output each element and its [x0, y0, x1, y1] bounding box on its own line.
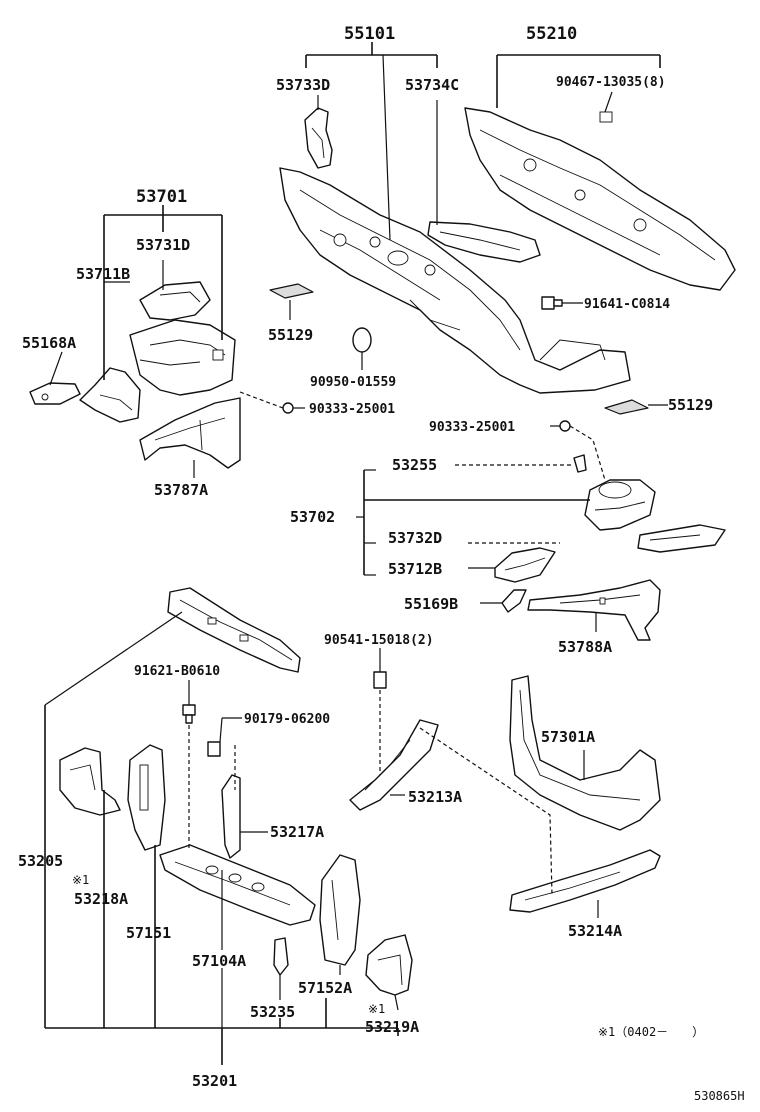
- label-57152A[interactable]: 57152A: [298, 979, 352, 997]
- part-57301A: [509, 675, 661, 831]
- label-53218A[interactable]: 53218A: [74, 890, 128, 908]
- label-53787A[interactable]: 53787A: [154, 481, 208, 499]
- part-53712B: [494, 547, 556, 583]
- part-57152A: [319, 854, 361, 966]
- part-55101-dash-panel: [279, 167, 631, 394]
- label-53702[interactable]: 53702: [290, 508, 335, 526]
- part-53214A: [509, 849, 661, 913]
- label-90950-01559[interactable]: 90950-01559: [310, 375, 396, 390]
- label-55169B[interactable]: 55169B: [404, 595, 458, 613]
- part-90333-plug-left: [282, 402, 294, 414]
- label-53711B[interactable]: 53711B: [76, 265, 130, 283]
- part-53218A: [59, 747, 121, 816]
- label-90333-25001-left[interactable]: 90333-25001: [309, 402, 395, 417]
- note-mark-2: ※1: [368, 1002, 385, 1016]
- part-55169B: [501, 589, 527, 613]
- part-55210-insulator: [464, 107, 736, 291]
- part-53701-apron-left: [129, 319, 236, 396]
- label-53701[interactable]: 53701: [136, 187, 187, 207]
- leader-lines: [44, 42, 668, 1065]
- part-53732D: [637, 524, 726, 553]
- label-55210[interactable]: 55210: [526, 24, 577, 44]
- part-53205-upper-support: [167, 587, 301, 673]
- label-91621-B0610[interactable]: 91621-B0610: [134, 664, 220, 679]
- part-90541-bolt: [373, 671, 387, 689]
- part-91641-bolt: [541, 296, 563, 310]
- part-90333-plug-right: [559, 420, 571, 432]
- label-53219A[interactable]: 53219A: [365, 1018, 419, 1036]
- label-57151[interactable]: 57151: [126, 924, 171, 942]
- part-53235: [273, 937, 289, 976]
- label-55168A[interactable]: 55168A: [22, 334, 76, 352]
- label-53217A[interactable]: 53217A: [270, 823, 324, 841]
- label-57301A[interactable]: 57301A: [541, 728, 595, 746]
- label-55101[interactable]: 55101: [344, 24, 395, 44]
- part-53731D: [139, 281, 211, 321]
- note-mark-1: ※1: [72, 873, 89, 887]
- label-90467-13035[interactable]: 90467-13035(8): [556, 75, 666, 90]
- label-90541-15018[interactable]: 90541-15018(2): [324, 633, 434, 648]
- label-53712B[interactable]: 53712B: [388, 560, 442, 578]
- part-53711B: [79, 367, 141, 423]
- label-90333-25001-right[interactable]: 90333-25001: [429, 420, 515, 435]
- label-57104A[interactable]: 57104A: [192, 952, 246, 970]
- part-53255-clip: [573, 454, 587, 473]
- part-53702-apron-right: [584, 479, 656, 531]
- part-53733D: [304, 107, 333, 169]
- label-53731D[interactable]: 53731D: [136, 236, 190, 254]
- part-labels: 55101 55210 53733D 53734C 90467-13035(8)…: [18, 24, 745, 1103]
- part-90950-plug: [352, 327, 372, 353]
- label-53788A[interactable]: 53788A: [558, 638, 612, 656]
- label-53732D[interactable]: 53732D: [388, 529, 442, 547]
- part-57151: [127, 744, 166, 851]
- part-90179-nut: [207, 741, 221, 757]
- label-53733D[interactable]: 53733D: [276, 76, 330, 94]
- illustration-code: 530865H: [694, 1089, 745, 1103]
- part-53787A: [139, 397, 241, 469]
- label-53213A[interactable]: 53213A: [408, 788, 462, 806]
- footnote-applicability: ※1（0402－ ）: [598, 1025, 704, 1039]
- label-53734C[interactable]: 53734C: [405, 76, 459, 94]
- part-57104A-cross-member: [159, 844, 316, 926]
- part-53734C: [427, 221, 541, 263]
- label-53235[interactable]: 53235: [250, 1003, 295, 1021]
- label-90179-06200[interactable]: 90179-06200: [244, 712, 330, 727]
- label-53255[interactable]: 53255: [392, 456, 437, 474]
- part-55129-pad-left: [269, 283, 314, 299]
- label-55129-left[interactable]: 55129: [268, 326, 313, 344]
- part-55129-pad-right: [604, 399, 649, 415]
- part-53788A: [527, 579, 661, 641]
- label-53214A[interactable]: 53214A: [568, 922, 622, 940]
- part-53219A: [365, 934, 413, 996]
- label-53205[interactable]: 53205: [18, 852, 63, 870]
- part-55168A: [29, 382, 81, 405]
- label-91641-C0814[interactable]: 91641-C0814: [584, 297, 670, 312]
- part-53217A: [221, 774, 241, 859]
- label-55129-right[interactable]: 55129: [668, 396, 713, 414]
- label-53201[interactable]: 53201: [192, 1072, 237, 1090]
- part-91621-bolt: [182, 704, 196, 724]
